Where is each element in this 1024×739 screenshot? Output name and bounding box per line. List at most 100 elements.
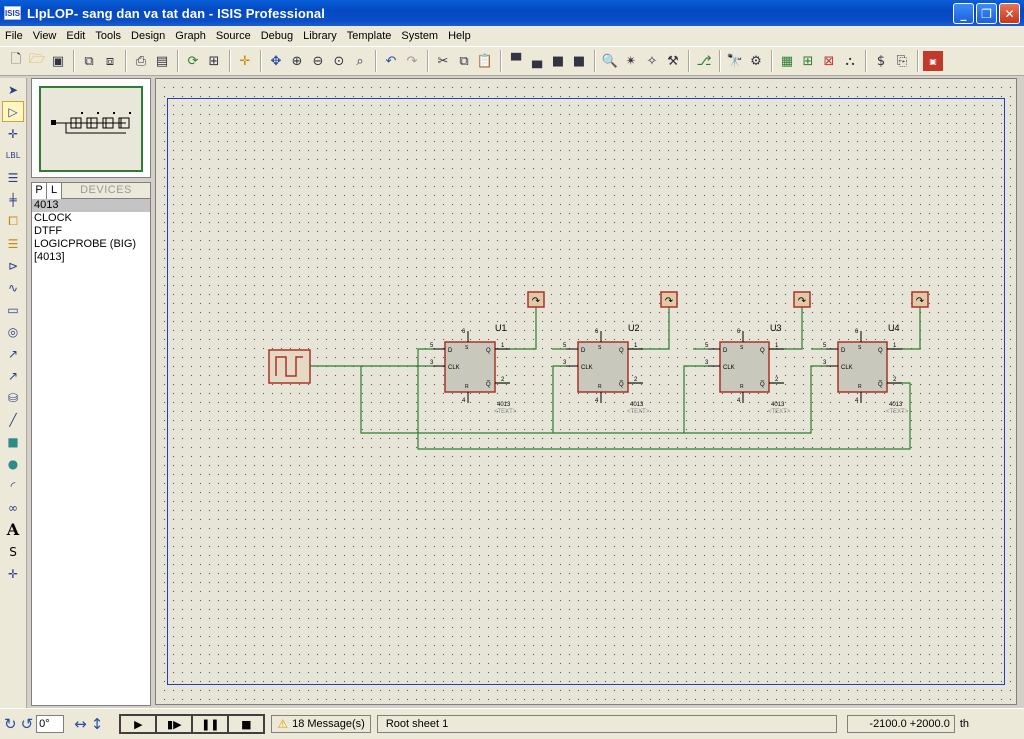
line-icon[interactable]: ╱ [2, 409, 24, 430]
generator-icon[interactable]: ◎ [2, 321, 24, 342]
paste-icon[interactable]: 📋 [475, 51, 495, 71]
selection-mode-icon[interactable]: ➤ [2, 79, 24, 100]
remove-sheet-icon[interactable]: ⊞ [798, 51, 818, 71]
logic-probe-4[interactable]: ↷ [912, 292, 928, 307]
library-manager-tab[interactable]: L [47, 183, 62, 199]
close-button[interactable]: ✕ [999, 3, 1020, 24]
origin-icon[interactable]: ✛ [235, 51, 255, 71]
flipflop-u1[interactable]: U1 D CLK Q Q̅ S R 5 3 1 2 6 4 4013 <TEXT… [430, 323, 517, 415]
ares-icon[interactable]: ▣ [923, 51, 943, 71]
menu-design[interactable]: Design [126, 26, 170, 46]
decompose-icon[interactable]: ⚒ [663, 51, 683, 71]
menu-graph[interactable]: Graph [170, 26, 211, 46]
refresh-icon[interactable]: ⟳ [183, 51, 203, 71]
copy-icon[interactable]: ⧉ [454, 51, 474, 71]
grid-icon[interactable]: ⊞ [204, 51, 224, 71]
undo-icon[interactable]: ↶ [381, 51, 401, 71]
bill-of-materials-icon[interactable]: ⛬ [840, 51, 860, 71]
flipflop-u4[interactable]: U4 D CLK Q Q̅ S R 5 3 1 2 6 4 4013 <TEXT… [823, 323, 909, 415]
menu-help[interactable]: Help [443, 26, 476, 46]
cut-icon[interactable]: ✂ [433, 51, 453, 71]
messages-indicator[interactable]: ⚠ 18 Message(s) [271, 715, 371, 733]
zoom-out-icon[interactable]: ⊖ [308, 51, 328, 71]
save-icon[interactable]: ▣ [48, 51, 68, 71]
menu-view[interactable]: View [28, 26, 62, 46]
menu-debug[interactable]: Debug [256, 26, 298, 46]
text-script-icon[interactable]: ☰ [2, 167, 24, 188]
tape-recorder-icon[interactable]: ▭ [2, 299, 24, 320]
menu-system[interactable]: System [396, 26, 443, 46]
menu-template[interactable]: Template [342, 26, 397, 46]
component-mode-icon[interactable]: ▷ [2, 101, 24, 122]
search-icon[interactable]: 🔭 [725, 51, 745, 71]
menu-tools[interactable]: Tools [90, 26, 126, 46]
wire-label-icon[interactable]: LBL [2, 145, 24, 166]
block-rotate-icon[interactable]: ■ [548, 51, 568, 71]
circle-icon[interactable]: ● [2, 453, 24, 474]
open-icon[interactable]: 🗁 [27, 51, 47, 71]
flipflop-u3[interactable]: U3 D CLK Q Q̅ S R 5 3 1 2 6 4 4013 <TEXT… [705, 323, 791, 415]
print-area-icon[interactable]: ▤ [152, 51, 172, 71]
path-icon[interactable]: ∞ [2, 497, 24, 518]
arc-icon[interactable]: ◜ [2, 475, 24, 496]
stop-button[interactable]: ■ [228, 715, 264, 733]
menu-library[interactable]: Library [298, 26, 342, 46]
subcircuit-icon[interactable]: ⧠ [2, 211, 24, 232]
clock-generator[interactable] [269, 350, 310, 383]
current-probe-icon[interactable]: ↗ [2, 365, 24, 386]
menu-file[interactable]: File [0, 26, 28, 46]
play-button[interactable]: ▶ [120, 715, 156, 733]
pan-icon[interactable]: ✥ [266, 51, 286, 71]
make-device-icon[interactable]: ✴ [621, 51, 641, 71]
zoom-all-icon[interactable]: ⊙ [329, 51, 349, 71]
restore-button[interactable]: ❐ [976, 3, 997, 24]
block-copy-icon[interactable]: ▀ [506, 51, 526, 71]
device-pins-icon[interactable]: ⊳ [2, 255, 24, 276]
mirror-vertical-icon[interactable]: ↕ [91, 715, 104, 733]
pause-button[interactable]: ❚❚ [192, 715, 228, 733]
device-item-dtff[interactable]: DTFF [32, 225, 150, 238]
voltage-probe-icon[interactable]: ↗ [2, 343, 24, 364]
rotate-anticlockwise-icon[interactable]: ↺ [21, 715, 34, 733]
junction-dot-icon[interactable]: ✛ [2, 123, 24, 144]
zoom-in-icon[interactable]: ⊕ [287, 51, 307, 71]
pick-device-icon[interactable]: 🔍 [600, 51, 620, 71]
schematic-canvas[interactable]: ↷ ↷ ↷ ↷ U1 D CLK Q Q̅ S R 5 3 1 2 [155, 78, 1017, 705]
buses-icon[interactable]: ╪ [2, 189, 24, 210]
print-icon[interactable]: ⎙ [131, 51, 151, 71]
rotation-input[interactable] [36, 715, 64, 733]
menu-source[interactable]: Source [211, 26, 256, 46]
logic-probe-3[interactable]: ↷ [794, 292, 810, 307]
wire-autorouter-icon[interactable]: ⎇ [694, 51, 714, 71]
netlist-icon[interactable]: ⎘ [892, 51, 912, 71]
graph-mode-icon[interactable]: ∿ [2, 277, 24, 298]
device-item-4013[interactable]: 4013 [32, 199, 150, 212]
virtual-instruments-icon[interactable]: ⛁ [2, 387, 24, 408]
import-icon[interactable]: ⧉ [79, 51, 99, 71]
text-icon[interactable]: A [2, 519, 24, 540]
block-delete-icon[interactable]: ■ [569, 51, 589, 71]
packaging-icon[interactable]: ✧ [642, 51, 662, 71]
device-item-logicprobe[interactable]: LOGICPROBE (BIG) [32, 238, 150, 251]
schematic-drawing[interactable]: ↷ ↷ ↷ ↷ U1 D CLK Q Q̅ S R 5 3 1 2 [156, 79, 1016, 704]
overview-window[interactable] [31, 78, 151, 178]
logic-probe-1[interactable]: ↷ [528, 292, 544, 307]
pick-devices-tab[interactable]: P [32, 183, 47, 199]
redo-icon[interactable]: ↷ [402, 51, 422, 71]
new-icon[interactable]: 🗋 [6, 51, 26, 71]
property-tool-icon[interactable]: ⚙ [746, 51, 766, 71]
flipflop-u2[interactable]: U2 D CLK Q Q̅ S R 5 3 1 2 6 4 4013 <TEXT… [563, 323, 650, 415]
new-sheet-icon[interactable]: ▦ [777, 51, 797, 71]
box-icon[interactable]: ■ [2, 431, 24, 452]
exit-parent-icon[interactable]: ⊠ [819, 51, 839, 71]
symbol-icon[interactable]: S [2, 541, 24, 562]
device-item-clock[interactable]: CLOCK [32, 212, 150, 225]
minimize-button[interactable]: _ [953, 3, 974, 24]
electrical-rules-icon[interactable]: $ [871, 51, 891, 71]
step-button[interactable]: ▮▶ [156, 715, 192, 733]
export-icon[interactable]: ⧈ [100, 51, 120, 71]
marker-icon[interactable]: ✛ [2, 563, 24, 584]
menu-edit[interactable]: Edit [61, 26, 90, 46]
device-item-4013-bracketed[interactable]: [4013] [32, 251, 150, 264]
rotate-clockwise-icon[interactable]: ↻ [4, 715, 17, 733]
